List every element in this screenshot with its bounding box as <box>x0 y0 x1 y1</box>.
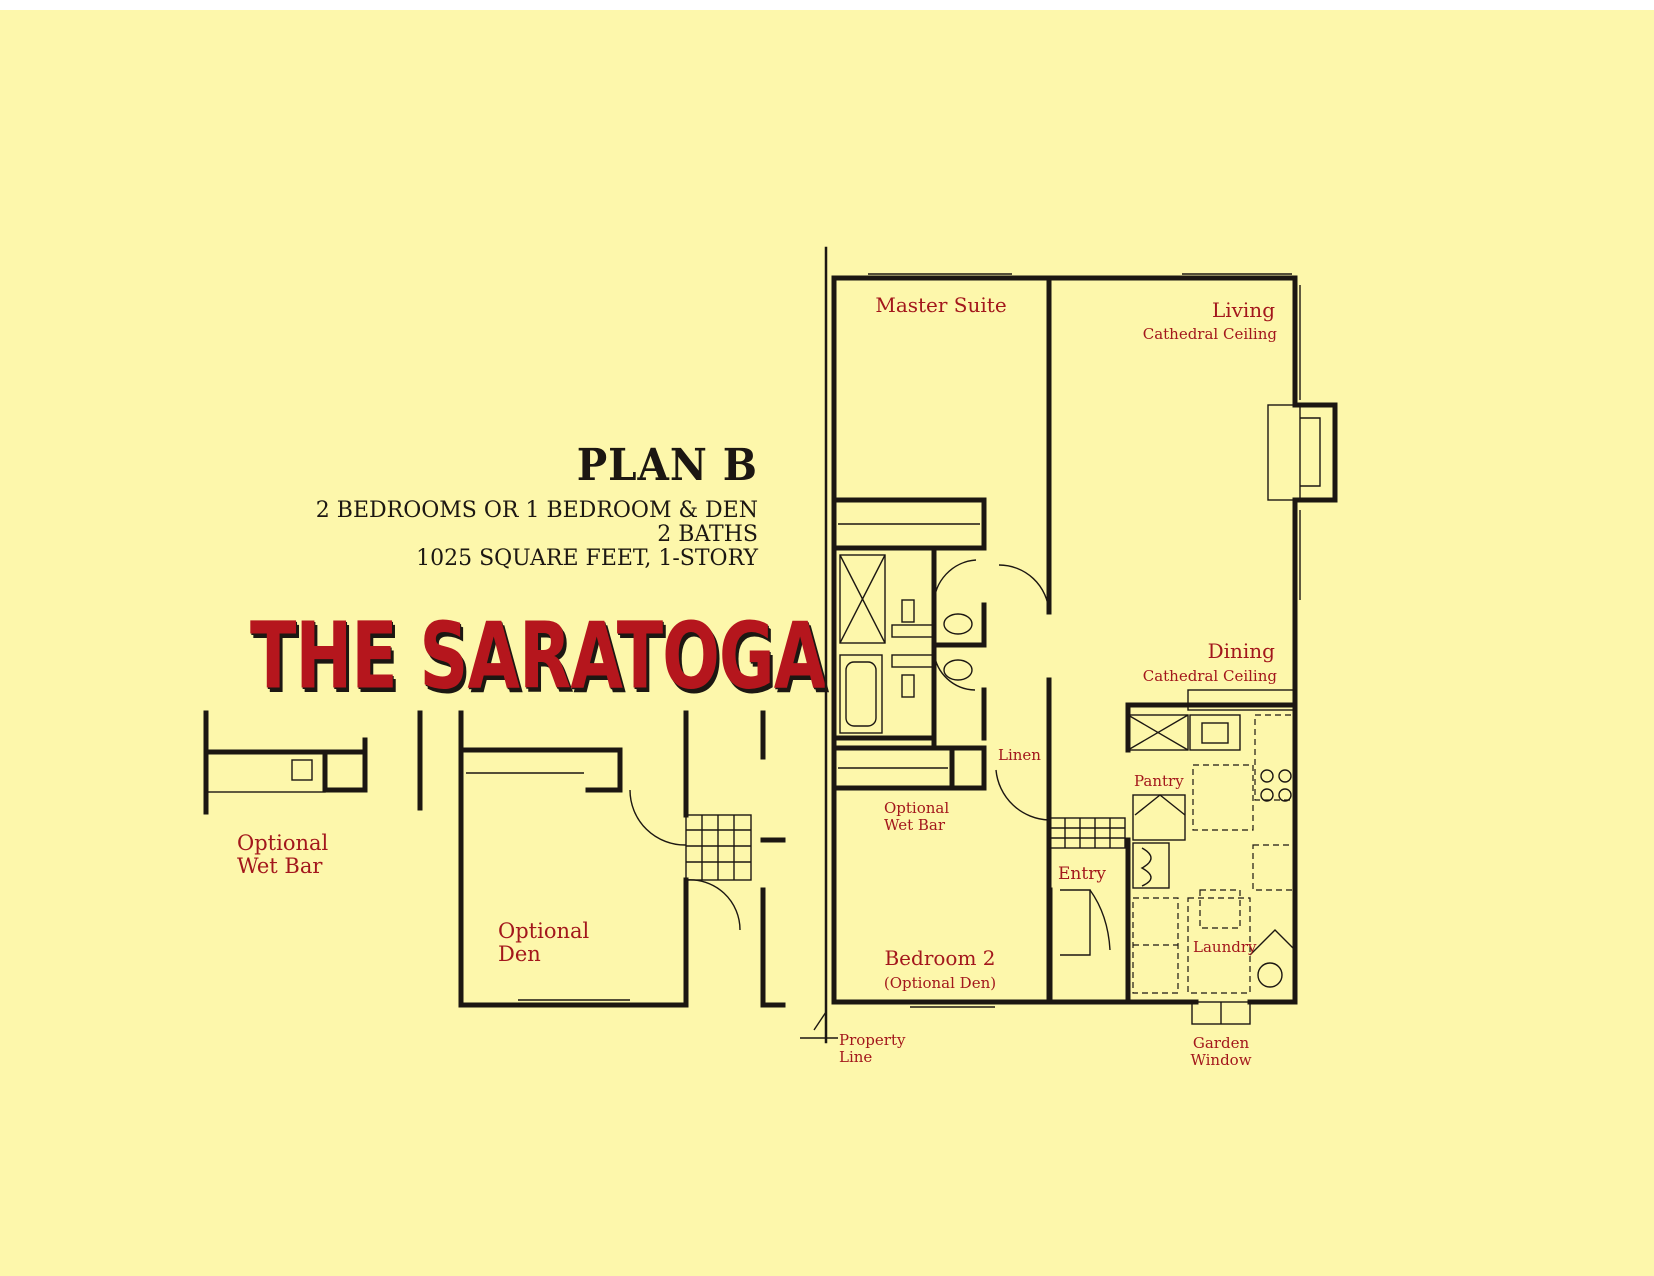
plan-title: PLAN B <box>576 440 758 491</box>
label-option-den-b: Den <box>498 942 541 966</box>
property-line-arrow <box>813 1011 827 1031</box>
spec-baths: 2 BATHS <box>657 522 758 547</box>
spec-bedrooms: 2 BEDROOMS OR 1 BEDROOM & DEN <box>315 498 758 523</box>
option-den-walls <box>458 710 786 1008</box>
label-bedroom-2: Bedroom 2 <box>884 946 995 970</box>
label-option-den-a: Optional <box>498 919 590 943</box>
label-property-line-a: Property <box>839 1031 906 1049</box>
main-plan-walls <box>831 273 1338 1025</box>
label-garden-window-b: Window <box>1190 1051 1251 1069</box>
option-wet-bar-walls <box>203 710 423 815</box>
label-living-sub: Cathedral Ceiling <box>1143 325 1278 343</box>
label-dining: Dining <box>1208 639 1276 663</box>
label-pantry: Pantry <box>1134 772 1184 790</box>
label-bedroom-2-sub: (Optional Den) <box>884 974 996 992</box>
label-entry: Entry <box>1058 864 1106 884</box>
brand-title: THE SARATOGA <box>250 604 826 711</box>
label-property-line-b: Line <box>839 1048 872 1066</box>
label-dining-sub: Cathedral Ceiling <box>1143 667 1278 685</box>
label-linen: Linen <box>998 746 1041 764</box>
label-laundry: Laundry <box>1193 938 1257 956</box>
label-garden-window-a: Garden <box>1193 1034 1250 1052</box>
label-living: Living <box>1212 298 1275 322</box>
label-optional-wet-bar-a: Optional <box>884 799 949 817</box>
spec-area: 1025 SQUARE FEET, 1-STORY <box>416 546 758 571</box>
label-optional-wet-bar-b: Wet Bar <box>884 816 946 834</box>
scan-edge <box>0 0 1654 10</box>
label-option-wet-bar-b: Wet Bar <box>237 854 323 878</box>
label-option-wet-bar-a: Optional <box>237 831 329 855</box>
label-master-suite: Master Suite <box>875 293 1006 317</box>
